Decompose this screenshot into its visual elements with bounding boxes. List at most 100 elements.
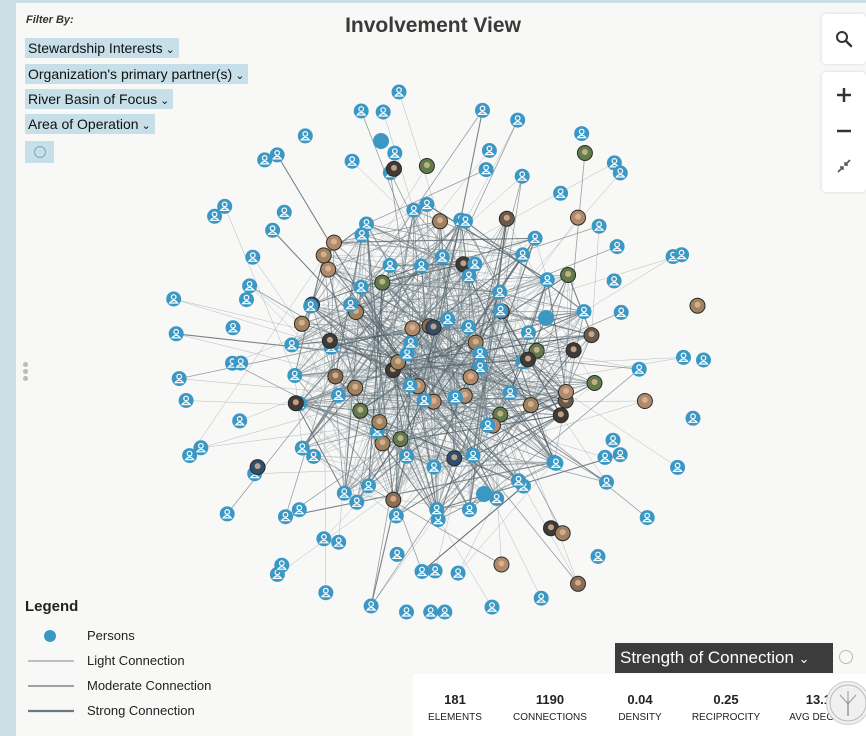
person-node[interactable] (327, 368, 344, 385)
person-node[interactable] (437, 604, 453, 620)
person-node[interactable] (576, 304, 592, 320)
person-node[interactable] (570, 575, 586, 592)
person-node[interactable] (429, 502, 445, 518)
person-node[interactable] (554, 525, 571, 542)
person-node[interactable] (574, 126, 590, 142)
person-node[interactable] (515, 247, 531, 263)
person-node[interactable] (481, 143, 497, 158)
person-node[interactable] (511, 473, 526, 489)
person-node[interactable] (389, 546, 405, 562)
person-node[interactable] (599, 474, 614, 490)
person-node[interactable] (425, 319, 442, 336)
fit-view-button[interactable] (822, 152, 866, 180)
person-node[interactable] (440, 311, 456, 327)
person-node[interactable] (674, 247, 690, 263)
person-node[interactable] (386, 160, 402, 177)
person-node[interactable] (416, 392, 432, 408)
person-node[interactable] (374, 274, 391, 291)
person-node[interactable] (331, 534, 347, 550)
person-node[interactable] (472, 345, 488, 361)
zoom-out-button[interactable] (822, 117, 866, 145)
person-node[interactable] (168, 326, 184, 342)
person-node[interactable] (514, 168, 530, 184)
person-node[interactable] (576, 145, 593, 161)
person-node[interactable] (462, 502, 477, 518)
person-node[interactable] (475, 102, 490, 118)
person-node[interactable] (583, 327, 600, 344)
filter-river-basin[interactable]: River Basin of Focus⌄ (25, 89, 174, 109)
person-node[interactable] (257, 152, 273, 168)
person-node[interactable] (315, 247, 332, 264)
person-node[interactable] (493, 303, 509, 319)
person-node[interactable] (631, 361, 647, 377)
person-node[interactable] (287, 368, 303, 383)
person-node[interactable] (423, 604, 439, 620)
strength-clear-button[interactable] (839, 650, 853, 664)
person-node[interactable] (349, 494, 365, 510)
person-node[interactable] (171, 371, 187, 387)
person-node[interactable] (274, 557, 290, 573)
person-node[interactable] (344, 153, 360, 169)
person-node[interactable] (446, 450, 463, 467)
person-node[interactable] (331, 387, 346, 403)
person-node[interactable] (476, 486, 492, 502)
person-node[interactable] (552, 407, 569, 424)
filter-area-of-operation[interactable]: Area of Operation⌄ (25, 114, 155, 134)
person-node[interactable] (225, 320, 241, 336)
filter-primary-partners[interactable]: Organization's primary partner(s)⌄ (25, 64, 249, 84)
person-node[interactable] (461, 268, 477, 284)
person-node[interactable] (612, 165, 628, 181)
person-node[interactable] (689, 297, 706, 314)
person-node[interactable] (565, 342, 582, 359)
person-node[interactable] (462, 369, 479, 386)
person-node[interactable] (570, 209, 586, 226)
person-node[interactable] (521, 325, 536, 341)
person-node[interactable] (374, 435, 391, 452)
person-node[interactable] (233, 355, 249, 371)
person-node[interactable] (343, 297, 359, 313)
person-node[interactable] (510, 112, 526, 128)
person-node[interactable] (432, 213, 448, 230)
person-node[interactable] (553, 185, 569, 201)
person-node[interactable] (306, 448, 322, 464)
person-node[interactable] (318, 585, 334, 601)
person-node[interactable] (539, 272, 555, 288)
person-node[interactable] (489, 491, 505, 506)
person-node[interactable] (385, 491, 402, 508)
person-node[interactable] (455, 256, 472, 273)
person-node[interactable] (399, 448, 415, 464)
search-button[interactable] (822, 25, 866, 53)
person-node[interactable] (347, 379, 364, 396)
person-node[interactable] (502, 385, 518, 401)
person-node[interactable] (276, 204, 292, 220)
person-node[interactable] (447, 390, 463, 406)
person-node[interactable] (363, 598, 379, 614)
person-node[interactable] (493, 556, 510, 573)
person-node[interactable] (427, 563, 443, 579)
person-node[interactable] (465, 448, 481, 463)
person-node[interactable] (207, 208, 223, 224)
person-node[interactable] (353, 279, 369, 295)
person-node[interactable] (316, 531, 332, 547)
filter-stewardship-interests[interactable]: Stewardship Interests⌄ (25, 38, 179, 58)
person-node[interactable] (586, 375, 603, 391)
person-node[interactable] (612, 447, 628, 463)
person-node[interactable] (297, 128, 313, 144)
person-node[interactable] (450, 565, 466, 581)
person-node[interactable] (336, 485, 352, 501)
person-node[interactable] (402, 378, 418, 393)
person-node[interactable] (426, 459, 442, 475)
person-node[interactable] (467, 256, 483, 272)
person-node[interactable] (639, 510, 655, 526)
person-node[interactable] (413, 258, 429, 274)
person-node[interactable] (676, 349, 691, 365)
person-node[interactable] (685, 410, 701, 426)
person-node[interactable] (403, 335, 419, 351)
sidebar-drag-handle[interactable] (23, 362, 28, 384)
person-node[interactable] (670, 459, 686, 475)
person-node[interactable] (245, 249, 261, 265)
person-node[interactable] (284, 337, 300, 353)
person-node[interactable] (419, 197, 435, 212)
person-node[interactable] (249, 459, 266, 476)
person-node[interactable] (472, 359, 488, 375)
